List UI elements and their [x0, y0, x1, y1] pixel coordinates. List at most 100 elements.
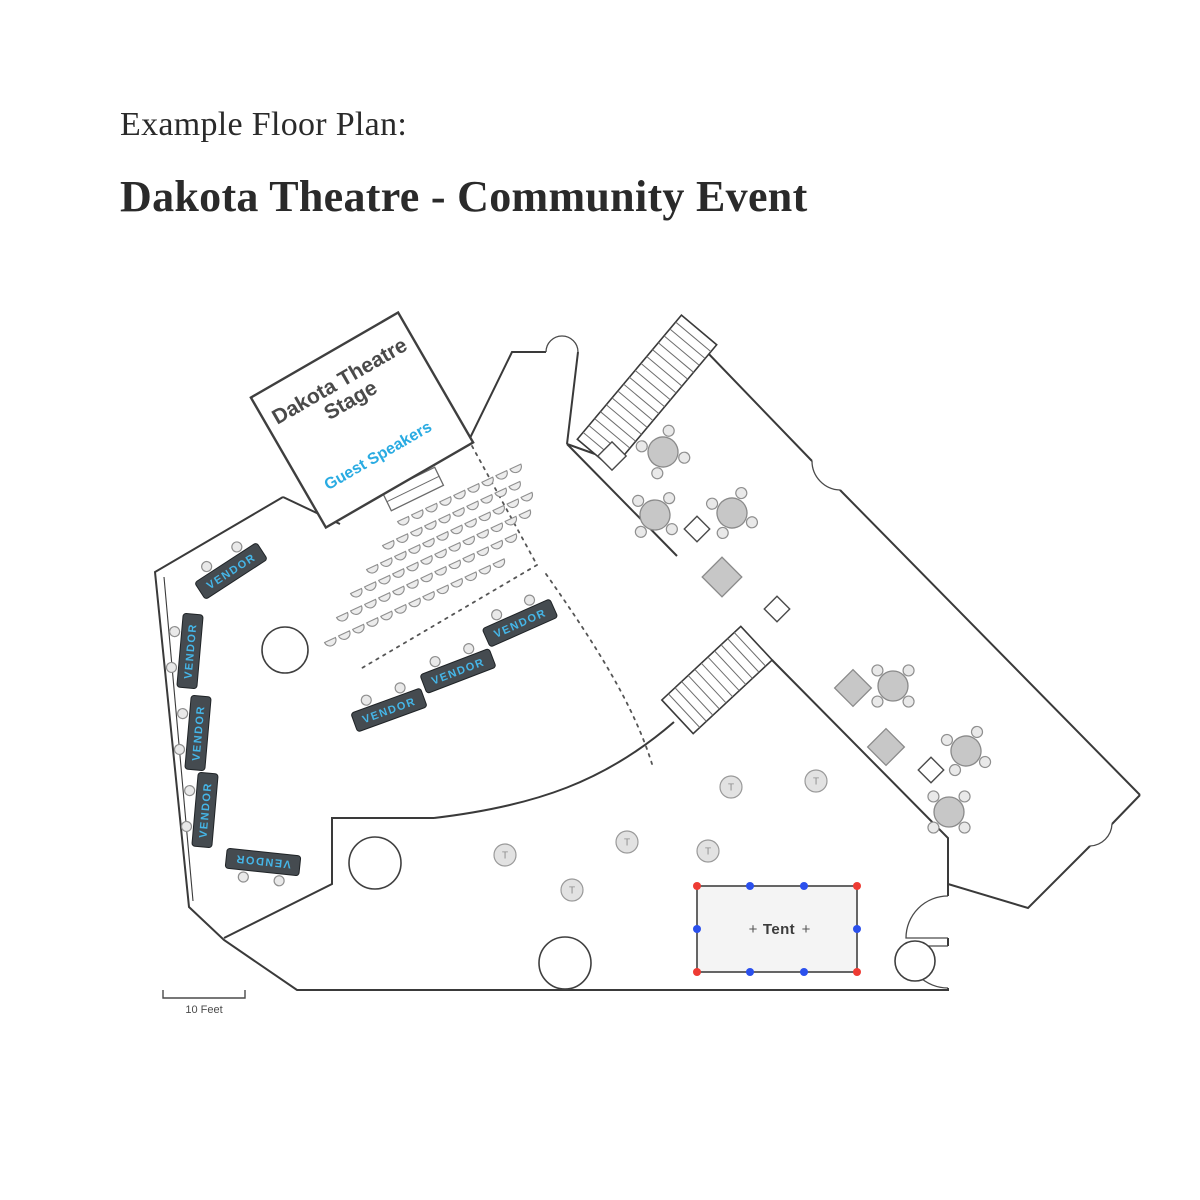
audience-chair	[351, 623, 365, 634]
audience-chair	[506, 498, 520, 509]
stair-step-line	[675, 321, 712, 353]
audience-chair	[420, 572, 433, 583]
audience-chair	[377, 592, 391, 602]
tent-handle-edge[interactable]	[746, 968, 754, 976]
t-table[interactable]: T	[719, 775, 743, 799]
audience-chair	[337, 630, 351, 640]
audience-chair	[422, 537, 435, 548]
audience-chair	[520, 491, 534, 502]
t-table[interactable]: T	[493, 843, 517, 867]
vendor-table[interactable]: VENDOR	[416, 637, 497, 694]
tent-label: Tent	[763, 921, 795, 938]
page-header: Example Floor Plan: Dakota Theatre - Com…	[120, 106, 808, 222]
round-table[interactable]	[910, 773, 988, 851]
vendor-label: VENDOR	[183, 623, 200, 680]
pillar-circle	[261, 626, 309, 674]
t-table[interactable]: T	[696, 839, 720, 863]
wall-corridor-top	[677, 321, 1141, 796]
audience-chair	[363, 598, 377, 609]
dotted-guides	[361, 445, 653, 765]
audience-chair	[462, 552, 475, 563]
vendor-table[interactable]: VENDOR	[224, 847, 302, 888]
tent-handle-edge[interactable]	[853, 925, 861, 933]
tent-handle-corner[interactable]	[853, 968, 861, 976]
audience-chair	[349, 587, 363, 598]
audience-chair	[394, 603, 407, 614]
audience-chair	[494, 487, 507, 498]
audience-chair	[490, 539, 504, 550]
stair-step-line	[646, 356, 683, 387]
podium-divider	[386, 475, 440, 503]
audience-chair	[464, 517, 477, 528]
audience-chair	[323, 636, 337, 647]
audience-chair	[410, 509, 424, 519]
vendor-table[interactable]: VENDOR	[165, 612, 204, 689]
column-marker	[917, 756, 945, 784]
audience-chair	[492, 558, 506, 568]
tent-handle-corner[interactable]	[693, 968, 701, 976]
tent-handle-edge[interactable]	[746, 882, 754, 890]
t-table[interactable]: T	[560, 878, 584, 902]
stage[interactable]: Dakota Theatre Stage Guest Speakers	[249, 310, 475, 530]
audience-chair	[452, 506, 465, 517]
audience-chair	[466, 500, 479, 511]
stair-step-line	[600, 411, 637, 442]
wall-corridor-inner-b	[771, 659, 949, 884]
vendor-table[interactable]: VENDOR	[477, 588, 558, 647]
audience-chair	[518, 509, 532, 519]
tent-handle-corner[interactable]	[693, 882, 701, 890]
vendor-label: VENDOR	[191, 705, 208, 762]
stair-step-line	[687, 675, 720, 710]
tent[interactable]: + Tent +	[693, 882, 861, 976]
stairs-upper-steps	[582, 321, 712, 463]
door-arc-top	[545, 335, 579, 353]
round-table[interactable]	[616, 476, 693, 553]
vendor-table[interactable]: VENDOR	[188, 532, 267, 599]
stair-step-line	[617, 390, 654, 421]
page-subtitle: Dakota Theatre - Community Event	[120, 172, 808, 221]
audience-chair	[380, 610, 393, 621]
scale-bar-line	[162, 990, 246, 999]
tent-handle-edge[interactable]	[693, 925, 701, 933]
stair-step-line	[681, 681, 714, 716]
vendor-table[interactable]: VENDOR	[173, 694, 212, 771]
t-table[interactable]: T	[804, 769, 828, 793]
audience-chair	[438, 496, 452, 506]
round-table[interactable]	[629, 418, 696, 485]
wall-outline-main	[153, 496, 949, 991]
audience-chair	[422, 590, 435, 601]
stair-step-line	[714, 650, 747, 685]
vendor-table[interactable]: VENDOR	[180, 771, 219, 848]
tent-handle-edge[interactable]	[800, 968, 808, 976]
door-arc-hall-right-upper	[905, 895, 949, 939]
audience-chair	[363, 581, 377, 591]
round-table[interactable]	[928, 713, 1003, 788]
audience-chair	[395, 533, 409, 543]
stair-step-line	[634, 369, 671, 401]
wall-inner-left	[163, 576, 194, 902]
square-table[interactable]	[866, 727, 906, 767]
tent-handle-edge[interactable]	[800, 882, 808, 890]
audience-chair	[448, 559, 461, 570]
stair-step-line	[623, 383, 660, 415]
audience-chair	[504, 515, 518, 526]
audience-chair	[423, 520, 437, 530]
t-table[interactable]: T	[615, 830, 639, 854]
pillar-circle	[348, 836, 402, 890]
audience-chair	[406, 578, 419, 589]
round-table[interactable]	[854, 647, 932, 725]
tent-outline[interactable]	[696, 885, 858, 973]
vendor-table[interactable]: VENDOR	[347, 677, 427, 732]
square-tables	[701, 556, 906, 767]
square-table[interactable]	[833, 668, 873, 708]
audience-chair	[391, 568, 405, 578]
round-table[interactable]	[695, 476, 768, 549]
column-marker	[596, 440, 628, 472]
stair-step-line	[657, 342, 694, 373]
audience-chair	[396, 515, 410, 526]
tent-handle-corner[interactable]	[853, 882, 861, 890]
square-table[interactable]	[701, 556, 743, 598]
audience-chair	[420, 554, 433, 565]
